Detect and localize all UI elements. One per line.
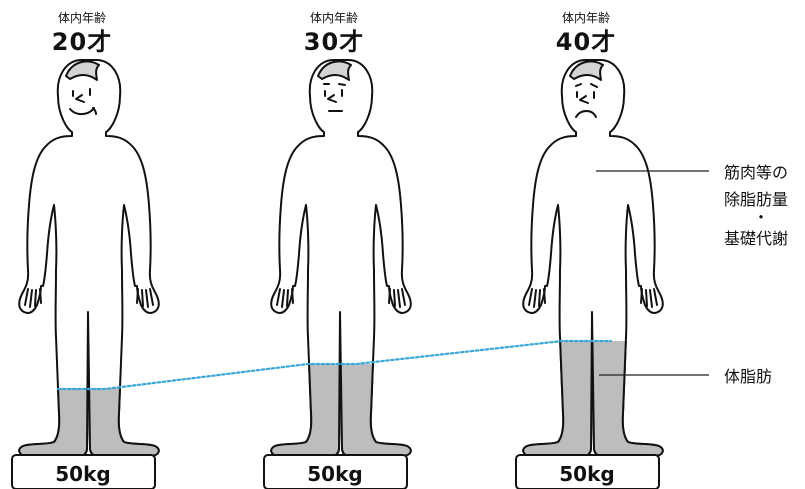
- lean-mass-label-dot: ・: [753, 208, 769, 227]
- figure-20-scale-label: 50kg: [55, 462, 110, 486]
- figure-30-header-small: 体内年齢: [310, 10, 358, 25]
- figure-40-scale-label: 50kg: [559, 462, 614, 486]
- figure-20-header-big: 20才: [52, 28, 112, 56]
- figure-40: 体内年齢 40才 50kg: [516, 10, 663, 489]
- figure-40-body: 50kg: [516, 60, 663, 489]
- lean-mass-label-line1: 筋肉等の: [724, 163, 788, 182]
- figure-20-body: 50kg: [12, 60, 159, 489]
- figure-30: 体内年齢 30才 50kg: [264, 10, 411, 489]
- lean-mass-label-line2: 除脂肪量: [724, 190, 788, 209]
- figure-30-header-big: 30才: [304, 28, 364, 56]
- figure-30-right-eyebrow: [339, 84, 345, 85]
- body-fat-label: 体脂肪: [724, 367, 772, 386]
- figure-20-header-small: 体内年齢: [58, 10, 106, 25]
- figure-30-body: 50kg: [264, 60, 411, 489]
- figure-30-scale-label: 50kg: [307, 462, 362, 486]
- figure-20: 体内年齢 20才 50kg: [12, 10, 159, 489]
- lean-mass-label-line3: 基礎代謝: [724, 229, 788, 248]
- figure-40-header-small: 体内年齢: [562, 10, 610, 25]
- figure-40-header-big: 40才: [556, 28, 616, 56]
